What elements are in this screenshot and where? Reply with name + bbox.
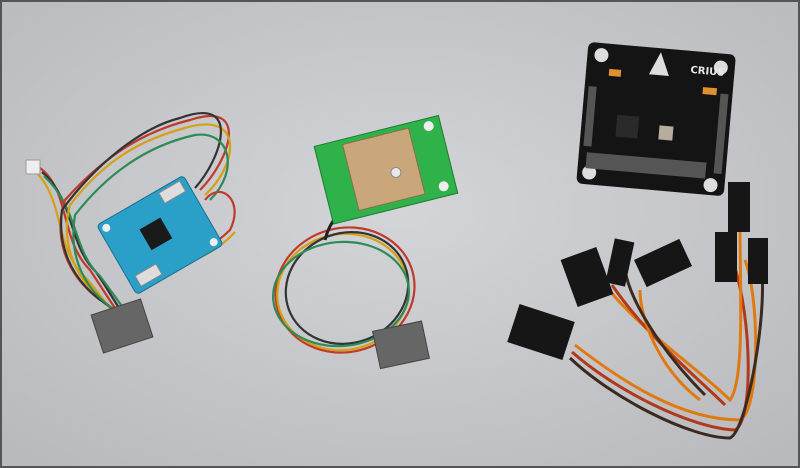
- servo-connector: [748, 238, 768, 284]
- servo-connector: [507, 304, 575, 360]
- gray-connector-blue-module: [90, 298, 154, 354]
- logo-triangle: [648, 52, 669, 77]
- servo-connector: [728, 182, 750, 232]
- flight-controller: CRIUS: [576, 42, 736, 196]
- servo-cables: [568, 224, 764, 440]
- main-chip: [615, 114, 640, 139]
- servo-connector: [715, 232, 737, 282]
- blue-pcb-header-bottom: [134, 263, 163, 287]
- small-white-connector: [25, 159, 41, 175]
- antenna-feed: [390, 166, 402, 178]
- gps-module: [272, 114, 459, 370]
- servo-connector: [634, 238, 692, 288]
- servo-connectors: [507, 182, 768, 360]
- servo-connector: [605, 238, 635, 287]
- pin-headers: [583, 86, 729, 179]
- gray-connector-gps: [371, 320, 430, 370]
- ceramic-antenna: [341, 127, 426, 212]
- blue-pcb-chip: [139, 217, 173, 251]
- blue-sensor-module: [25, 111, 236, 354]
- blue-pcb-header-top: [158, 180, 187, 205]
- sensor-chip: [658, 125, 674, 141]
- servo-connector: [560, 247, 614, 307]
- board-label: CRIUS: [690, 65, 725, 79]
